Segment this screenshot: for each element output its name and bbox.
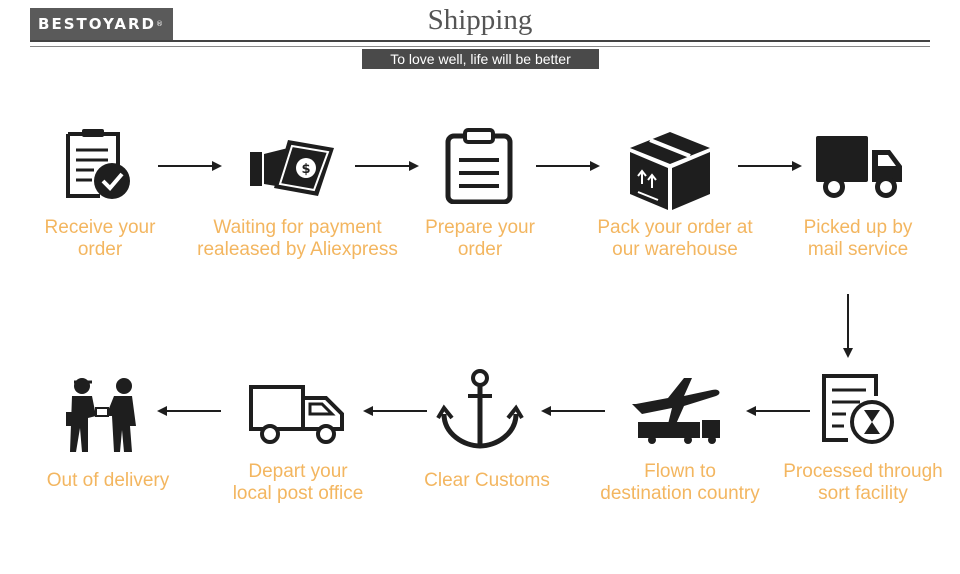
brand-logo: BESTOYARD®	[30, 8, 173, 40]
document-hourglass-icon	[820, 372, 896, 444]
step-label-line2: local post office	[232, 483, 364, 504]
header-rule-bottom	[30, 46, 930, 47]
truck-outline-icon	[248, 384, 348, 446]
step-label-line1: Depart your	[248, 461, 348, 482]
step-label-line2: destination country	[600, 483, 760, 504]
anchor-icon	[436, 368, 524, 452]
step-label: Out of delivery	[33, 470, 183, 492]
clipboard-list-icon	[445, 128, 513, 204]
step-label-line2: realeased by Aliexpress	[197, 239, 398, 260]
step-label-line1: Prepare your	[425, 217, 535, 238]
step-label-line1: Receive your	[44, 217, 156, 238]
page-title: Shipping	[427, 4, 533, 36]
brand-logo-text: BESTOYARD	[38, 15, 156, 33]
clipboard-check-icon	[64, 128, 132, 200]
header-rule-top	[30, 40, 930, 42]
registered-mark: ®	[155, 20, 165, 28]
step-label: Receive your order	[30, 217, 170, 261]
step-label-line1: Clear Customs	[424, 470, 550, 491]
step-label-line2: order	[77, 239, 123, 260]
step-label-line2: order	[457, 239, 503, 260]
airplane-cargo-icon	[628, 374, 724, 444]
step-label-line1: Waiting for payment	[213, 217, 382, 238]
step-label-line1: Out of delivery	[46, 470, 170, 491]
step-label: Clear Customs	[412, 470, 562, 492]
step-label-line2: sort facility	[818, 483, 908, 504]
step-label-line1: Pack your order at	[597, 217, 753, 238]
step-label: Prepare your order	[410, 217, 550, 261]
tagline-banner: To love well, life will be better	[362, 49, 599, 69]
step-label-line1: Picked up by	[803, 217, 913, 238]
step-label: Flown to destination country	[590, 461, 770, 505]
step-label-line2: our warehouse	[612, 239, 738, 260]
hand-money-icon: $	[248, 132, 336, 200]
svg-text:$: $	[301, 162, 310, 177]
step-label-line2: mail service	[807, 239, 909, 260]
step-label: Picked up by mail service	[790, 217, 926, 261]
step-label-line1: Processed through	[783, 461, 943, 482]
step-label: Waiting for payment realeased by Aliexpr…	[190, 217, 405, 261]
package-box-icon	[626, 128, 714, 212]
step-label-line1: Flown to	[644, 461, 716, 482]
step-label: Depart your local post office	[218, 461, 378, 505]
delivery-truck-icon	[814, 134, 906, 200]
step-label: Pack your order at our warehouse	[585, 217, 765, 261]
courier-handover-icon	[62, 376, 142, 454]
step-label: Processed through sort facility	[775, 461, 951, 505]
